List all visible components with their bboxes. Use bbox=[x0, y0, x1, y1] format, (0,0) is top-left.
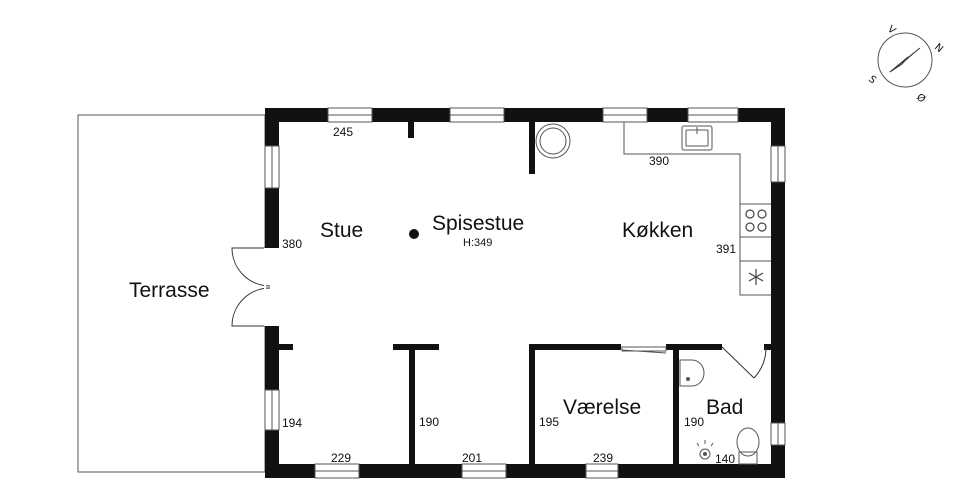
dimension-vaerelse-left: 195 bbox=[539, 415, 559, 429]
kitchen-sink-icon bbox=[681, 125, 713, 151]
compass-north-label: N bbox=[932, 42, 945, 55]
dimension-bad-left: 190 bbox=[684, 415, 704, 429]
light-point-icon bbox=[409, 229, 419, 239]
interior-walls bbox=[279, 122, 771, 466]
dimension-sw-room-bottom: 229 bbox=[331, 451, 351, 465]
room-height-spisestue: H:349 bbox=[463, 237, 492, 249]
stove-icon bbox=[745, 209, 767, 232]
windows bbox=[264, 107, 786, 479]
vaerelse-sliding-door[interactable] bbox=[621, 346, 667, 354]
dimension-corridor-bottom: 201 bbox=[462, 451, 482, 465]
dimension-koekken-right: 391 bbox=[716, 242, 736, 256]
exterior-walls bbox=[265, 108, 785, 478]
dimension-stue-left: 380 bbox=[282, 237, 302, 251]
compass-east-label: Ø bbox=[914, 91, 928, 105]
fridge-snowflake-icon bbox=[748, 269, 764, 285]
compass-ring bbox=[877, 32, 933, 88]
bad-door[interactable] bbox=[721, 346, 767, 379]
room-label-spisestue: Spisestue bbox=[432, 212, 524, 235]
shower-icon bbox=[696, 440, 714, 460]
compass: N Ø S V bbox=[866, 24, 945, 106]
room-label-koekken: Køkken bbox=[622, 219, 693, 242]
room-label-bad: Bad bbox=[706, 396, 743, 419]
dimension-koekken-top: 390 bbox=[649, 154, 669, 168]
room-label-terrasse: Terrasse bbox=[129, 279, 210, 302]
dimension-vaerelse-bottom: 239 bbox=[593, 451, 613, 465]
window-center-lines bbox=[271, 114, 779, 472]
room-label-vaerelse: Værelse bbox=[563, 396, 641, 419]
toilet-icon bbox=[736, 427, 760, 465]
kitchen-counter bbox=[623, 122, 771, 296]
dimension-corridor-side: 190 bbox=[419, 415, 439, 429]
dimension-bad-bottom: 140 bbox=[715, 452, 735, 466]
compass-south-label: S bbox=[866, 74, 878, 87]
dimension-stue-top: 245 bbox=[333, 125, 353, 139]
bathroom-sink-icon bbox=[679, 359, 705, 387]
round-stove-icon bbox=[535, 123, 571, 159]
dimension-sw-room-left: 194 bbox=[282, 416, 302, 430]
room-label-stue: Stue bbox=[320, 219, 363, 242]
terrace-double-door[interactable] bbox=[231, 247, 271, 327]
